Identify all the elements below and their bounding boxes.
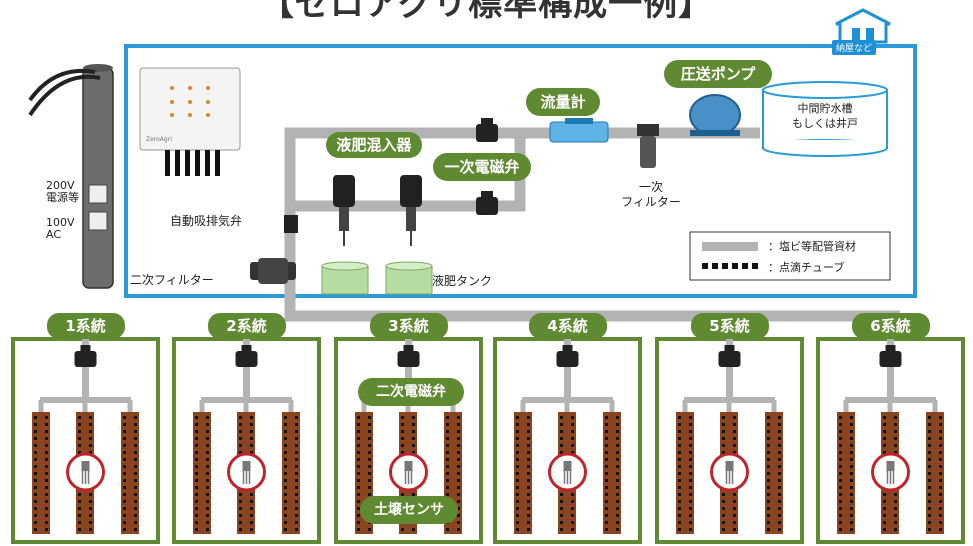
zone-6 (816, 316, 965, 544)
legend-pipe-label: ：塩ビ等配管資材 (768, 240, 856, 253)
system-label-1: 1系統 (46, 313, 125, 339)
soil-sensor-icon (710, 452, 749, 492)
fertilizer-mixers (333, 175, 422, 246)
page-title: 【ゼロアグリ標準構成一例】 (259, 0, 714, 24)
soil-bed (765, 412, 783, 534)
primary-valves (476, 118, 498, 215)
legend-box (689, 231, 891, 281)
airvalve-label: 自動吸排気弁 (170, 214, 243, 228)
soil-bed (676, 412, 694, 534)
hut-label: 納屋など (832, 40, 877, 55)
soil-sensor-callout: 土壌センサ (360, 496, 458, 524)
system-label-4: 4系統 (528, 313, 607, 339)
system-label-5: 5系統 (690, 313, 769, 339)
zone-4 (493, 316, 642, 544)
soil-bed (837, 412, 855, 534)
soil-bed (282, 412, 300, 534)
primary-filter (637, 124, 659, 168)
soil-sensor-icon (389, 452, 428, 492)
fertilizer-tanks (321, 261, 433, 295)
zone-valve (235, 345, 258, 367)
zone-valve (718, 345, 741, 367)
legend-drip-label: ：点滴チューブ (768, 261, 845, 274)
pump-label: 圧送ポンプ (664, 60, 772, 88)
zone-2 (172, 316, 321, 544)
filter1-label: 一次 フィルター (621, 180, 681, 209)
tank-label: 中間貯水槽 もしくは井戸 (792, 102, 858, 130)
system-label-6: 6系統 (851, 313, 930, 339)
soil-sensor-icon (548, 452, 587, 492)
power-200-label: 200V 電源等 (46, 179, 79, 204)
controller-brand: ZeroAgri (146, 136, 172, 143)
secondary-filter (250, 258, 296, 284)
airvalve-device (284, 215, 298, 233)
storage-tank (762, 81, 888, 157)
zone-valve (397, 345, 420, 367)
zone-1 (11, 316, 160, 544)
zone-5 (655, 316, 804, 544)
soil-bed (514, 412, 532, 534)
building-frame (124, 44, 917, 298)
mixer-label: 液肥混入器 (326, 132, 422, 158)
system-label-2: 2系統 (207, 313, 286, 339)
soil-bed (121, 412, 139, 534)
zone-valve (74, 345, 97, 367)
utility-pole (28, 64, 114, 289)
valve2-callout: 二次電磁弁 (358, 378, 464, 406)
flowmeter-label: 流量計 (526, 88, 600, 116)
soil-bed (32, 412, 50, 534)
pump (689, 94, 741, 136)
zone-valve (879, 345, 902, 367)
flowmeter-device (549, 118, 609, 143)
soil-sensor-icon (227, 452, 266, 492)
controller-box (139, 67, 241, 176)
soil-bed (603, 412, 621, 534)
soil-sensor-icon (871, 452, 910, 492)
filter2-label: 二次フィルター (130, 273, 214, 287)
power-100-label: 100V AC (46, 216, 75, 241)
main-pipes (284, 127, 900, 322)
soil-bed (926, 412, 944, 534)
hut-icon (835, 8, 891, 44)
zones (11, 316, 965, 544)
valve1-label: 一次電磁弁 (433, 153, 531, 181)
fert-tank-label: 液肥タンク (432, 274, 493, 288)
soil-bed (193, 412, 211, 534)
soil-sensor-icon (66, 452, 105, 492)
system-label-3: 3系統 (369, 313, 448, 339)
zone-valve (556, 345, 579, 367)
